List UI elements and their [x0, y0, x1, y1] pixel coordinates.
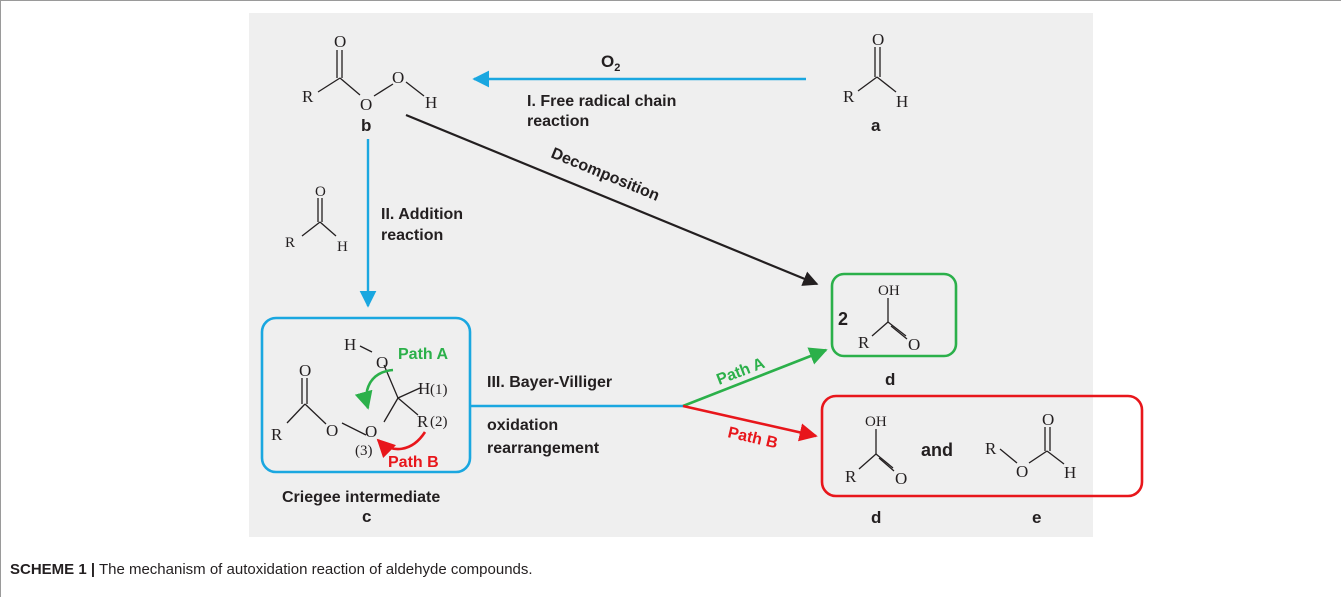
svg-text:R: R: [843, 87, 855, 106]
svg-text:O: O: [299, 361, 311, 380]
o2-label: O2: [601, 52, 620, 74]
step-3-label-line1: III. Bayer-Villiger: [487, 374, 612, 391]
svg-text:H: H: [1064, 463, 1076, 482]
svg-text:O: O: [315, 184, 326, 200]
path-a-curved-arrow: [354, 368, 394, 410]
svg-text:O: O: [392, 68, 404, 87]
svg-text:R: R: [271, 425, 283, 444]
path-b-curved-arrow: [376, 431, 427, 459]
coefficient-2: 2: [838, 309, 848, 329]
svg-text:(1): (1): [430, 382, 448, 398]
path-a-inner-label: Path A: [398, 346, 449, 363]
svg-text:H: H: [418, 379, 430, 398]
svg-text:H: H: [425, 93, 437, 112]
svg-text:R: R: [302, 87, 314, 106]
svg-text:O: O: [895, 469, 907, 488]
svg-text:R: R: [985, 439, 997, 458]
reaction-scheme: O R H a O R O O H b O2 I. Free radical c…: [249, 13, 1144, 537]
step-2-label-line2: reaction: [381, 227, 443, 244]
svg-text:(3): (3): [355, 443, 373, 459]
svg-text:O: O: [872, 30, 884, 49]
criegee-structure: O R O O O H H R (1) (2) (3): [271, 335, 448, 459]
molecule-b: O R O O H: [302, 32, 437, 114]
svg-text:R: R: [858, 333, 870, 352]
label-e: e: [1032, 508, 1041, 527]
svg-text:(2): (2): [430, 414, 448, 430]
label-d-bottom: d: [871, 508, 881, 527]
svg-text:O: O: [360, 95, 372, 114]
svg-text:O: O: [334, 32, 346, 51]
svg-text:O: O: [376, 353, 388, 372]
caption-text: The mechanism of autoxidation reaction o…: [95, 561, 533, 578]
svg-text:OH: OH: [878, 283, 900, 299]
arrow-decomposition: [405, 113, 819, 286]
label-b: b: [361, 116, 371, 135]
scheme-background: [249, 13, 1093, 537]
criegee-box: [260, 316, 472, 474]
svg-text:H: H: [896, 92, 908, 111]
svg-text:O: O: [1016, 462, 1028, 481]
svg-text:R: R: [417, 412, 429, 431]
molecule-a: O R H: [843, 30, 908, 111]
step-3-label-line2: oxidation: [487, 417, 558, 434]
step-3-label-line3: rearrangement: [487, 440, 600, 457]
product-d-box: [830, 272, 958, 358]
arrow-path-b: [682, 404, 818, 442]
product-de-box: [820, 394, 1144, 498]
and-label: and: [921, 440, 953, 460]
label-a: a: [871, 116, 881, 135]
product-d-structure-2: OH R O: [845, 414, 907, 488]
aldehyde-reagent: O R H: [285, 184, 348, 255]
arrow-path-a: [682, 347, 828, 408]
product-d-structure: OH R O: [858, 283, 920, 354]
svg-text:O: O: [365, 422, 377, 441]
caption-label: SCHEME 1 |: [10, 561, 96, 578]
svg-text:O: O: [326, 421, 338, 440]
figure-caption: SCHEME 1 | The mechanism of autoxidation…: [10, 561, 533, 578]
step-2-label-line1: II. Addition: [381, 206, 463, 223]
step-1-label-line2: reaction: [527, 113, 589, 130]
step-1-label-line1: I. Free radical chain: [527, 93, 676, 110]
label-d-top: d: [885, 370, 895, 389]
label-c: c: [362, 507, 371, 526]
svg-text:H: H: [337, 239, 348, 255]
product-e-structure: R O O H: [985, 410, 1076, 482]
svg-text:OH: OH: [865, 414, 887, 430]
svg-text:R: R: [285, 235, 295, 251]
path-b-inner-label: Path B: [388, 454, 439, 471]
svg-text:O: O: [908, 335, 920, 354]
svg-text:O: O: [1042, 410, 1054, 429]
svg-text:R: R: [845, 467, 857, 486]
svg-text:H: H: [344, 335, 356, 354]
criegee-label: Criegee intermediate: [282, 489, 440, 506]
